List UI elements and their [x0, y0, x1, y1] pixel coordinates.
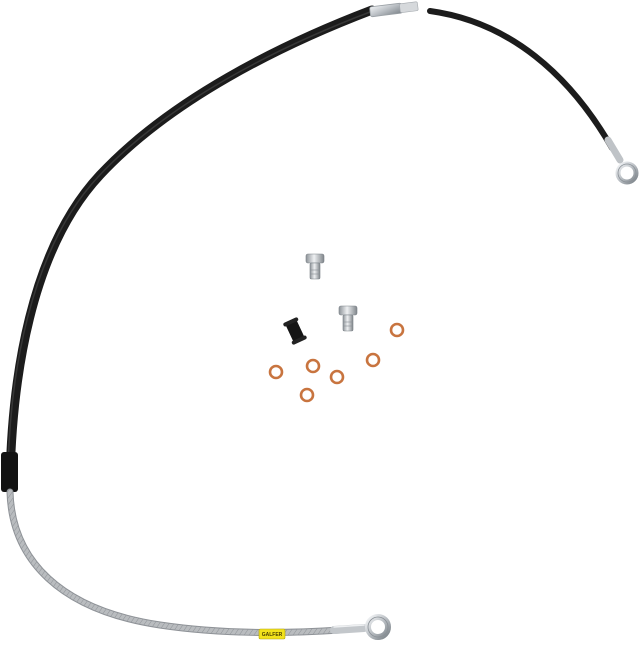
bottom-hose-fitting [330, 624, 368, 634]
copper-washer [329, 369, 345, 385]
copper-washer [299, 387, 315, 403]
banjo-bolt-1 [305, 253, 325, 280]
bottom-banjo-fitting [365, 614, 391, 640]
right-black-hose [427, 8, 615, 151]
right-hose-fitting [604, 136, 624, 164]
bottom-hose-fitting-edge [333, 624, 365, 628]
black-brake-hose-highlight [7, 11, 371, 471]
hose-sleeve [1, 452, 18, 492]
braided-brake-hose-surface [7, 489, 343, 636]
right-banjo-fitting [615, 161, 639, 185]
copper-washer [268, 364, 284, 380]
copper-washer [389, 322, 405, 338]
copper-washers [268, 322, 405, 403]
rubber-grommet [283, 317, 307, 345]
hose-splice-fitting [369, 1, 419, 18]
copper-washer [365, 352, 381, 368]
braided-brake-hose [6, 488, 344, 637]
banjo-bolt-2 [338, 305, 358, 332]
copper-washer [305, 358, 321, 374]
hose-tag: GALFER [258, 628, 286, 640]
hose-tag-text: GALFER [262, 632, 283, 638]
black-brake-hose [5, 5, 377, 485]
